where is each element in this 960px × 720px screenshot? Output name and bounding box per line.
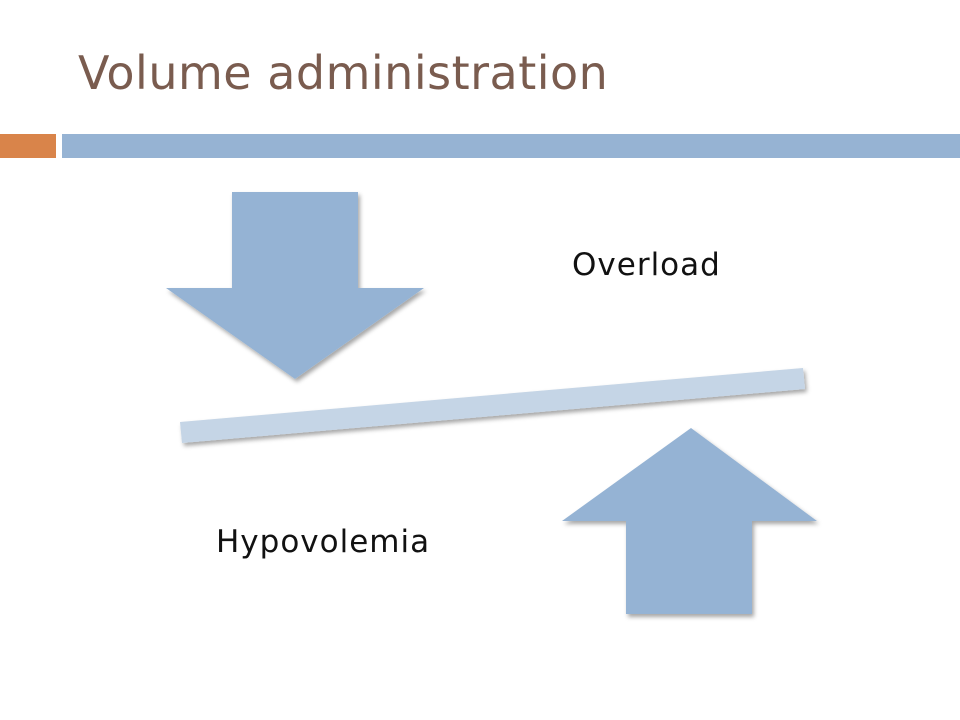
arrow-down-icon bbox=[166, 192, 424, 379]
balance-beam bbox=[180, 368, 805, 443]
label-overload: Overload bbox=[572, 247, 721, 283]
title-accent-orange bbox=[0, 134, 56, 158]
label-hypovolemia: Hypovolemia bbox=[216, 524, 431, 560]
arrow-up-icon bbox=[562, 428, 817, 614]
slide-title: Volume administration bbox=[78, 46, 609, 100]
title-accent-blue bbox=[62, 134, 960, 158]
